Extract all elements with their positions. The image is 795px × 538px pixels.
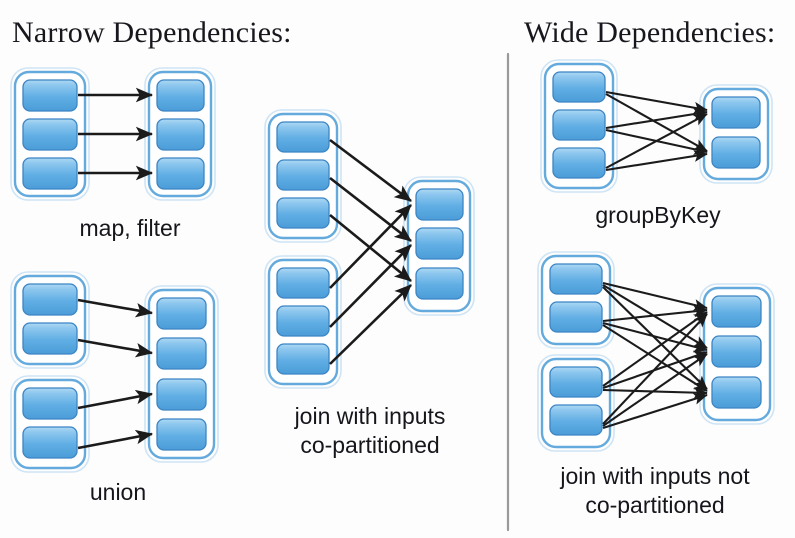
partition-box xyxy=(22,426,78,459)
partition-box xyxy=(276,305,330,337)
operation-label-join-not-co-partitioned-line1: join with inputs not xyxy=(559,463,750,489)
partition-box xyxy=(22,322,78,355)
partition-box xyxy=(156,378,207,411)
partition-box xyxy=(156,337,207,370)
partition-box xyxy=(549,366,603,398)
partition-box xyxy=(711,136,761,169)
partition-box xyxy=(276,197,330,229)
partition-box xyxy=(276,343,330,375)
partition-box xyxy=(156,418,207,451)
partition-box xyxy=(276,159,330,191)
operation-label-union: union xyxy=(90,479,146,505)
dependency-edges xyxy=(605,90,708,172)
rdd-container-output xyxy=(144,285,219,463)
partition-box xyxy=(156,157,205,190)
diagram-group-by-key: groupByKey xyxy=(540,59,773,228)
partition-box xyxy=(22,157,78,190)
partition-box xyxy=(549,301,603,333)
diagram-map-filter: map, filter xyxy=(10,67,216,241)
partition-box xyxy=(22,79,78,112)
partition-box xyxy=(276,121,330,153)
operation-label-join-co-partitioned-line1: join with inputs xyxy=(294,403,446,429)
dependency-edges xyxy=(602,281,708,430)
partition-box xyxy=(22,387,78,420)
partition-box xyxy=(552,147,606,179)
wide-dependencies-heading: Wide Dependencies: xyxy=(524,16,775,49)
narrow-dependencies-heading: Narrow Dependencies: xyxy=(12,16,292,49)
partition-box xyxy=(711,376,762,409)
partition-box xyxy=(22,118,78,151)
partition-box xyxy=(711,96,761,129)
partition-box xyxy=(22,283,78,316)
dependency-edges xyxy=(78,87,154,181)
partition-box xyxy=(156,118,205,151)
diagram-join-co-partitioned: join with inputs co-partitioned xyxy=(264,109,475,458)
partition-box xyxy=(156,297,207,330)
dependency-edges xyxy=(329,138,412,365)
operation-label-map-filter: map, filter xyxy=(80,215,181,241)
partition-box xyxy=(415,227,464,260)
partition-box xyxy=(156,79,205,112)
operation-label-join-not-co-partitioned-line2: co-partitioned xyxy=(585,492,724,518)
operation-label-group-by-key: groupByKey xyxy=(595,202,721,228)
partition-box xyxy=(549,404,603,436)
partition-box xyxy=(276,267,330,299)
partition-box xyxy=(415,188,464,221)
partition-box xyxy=(549,263,603,295)
partition-box xyxy=(711,335,762,368)
diagram-union: union xyxy=(10,271,219,505)
partition-box xyxy=(711,295,762,328)
operation-label-join-co-partitioned-line2: co-partitioned xyxy=(300,432,439,458)
partition-box xyxy=(415,267,464,300)
dependency-edges xyxy=(77,298,154,450)
partition-box xyxy=(552,109,606,141)
diagram-join-not-co-partitioned: join with inputs not co-partitioned xyxy=(537,251,775,518)
partition-box xyxy=(552,71,606,103)
